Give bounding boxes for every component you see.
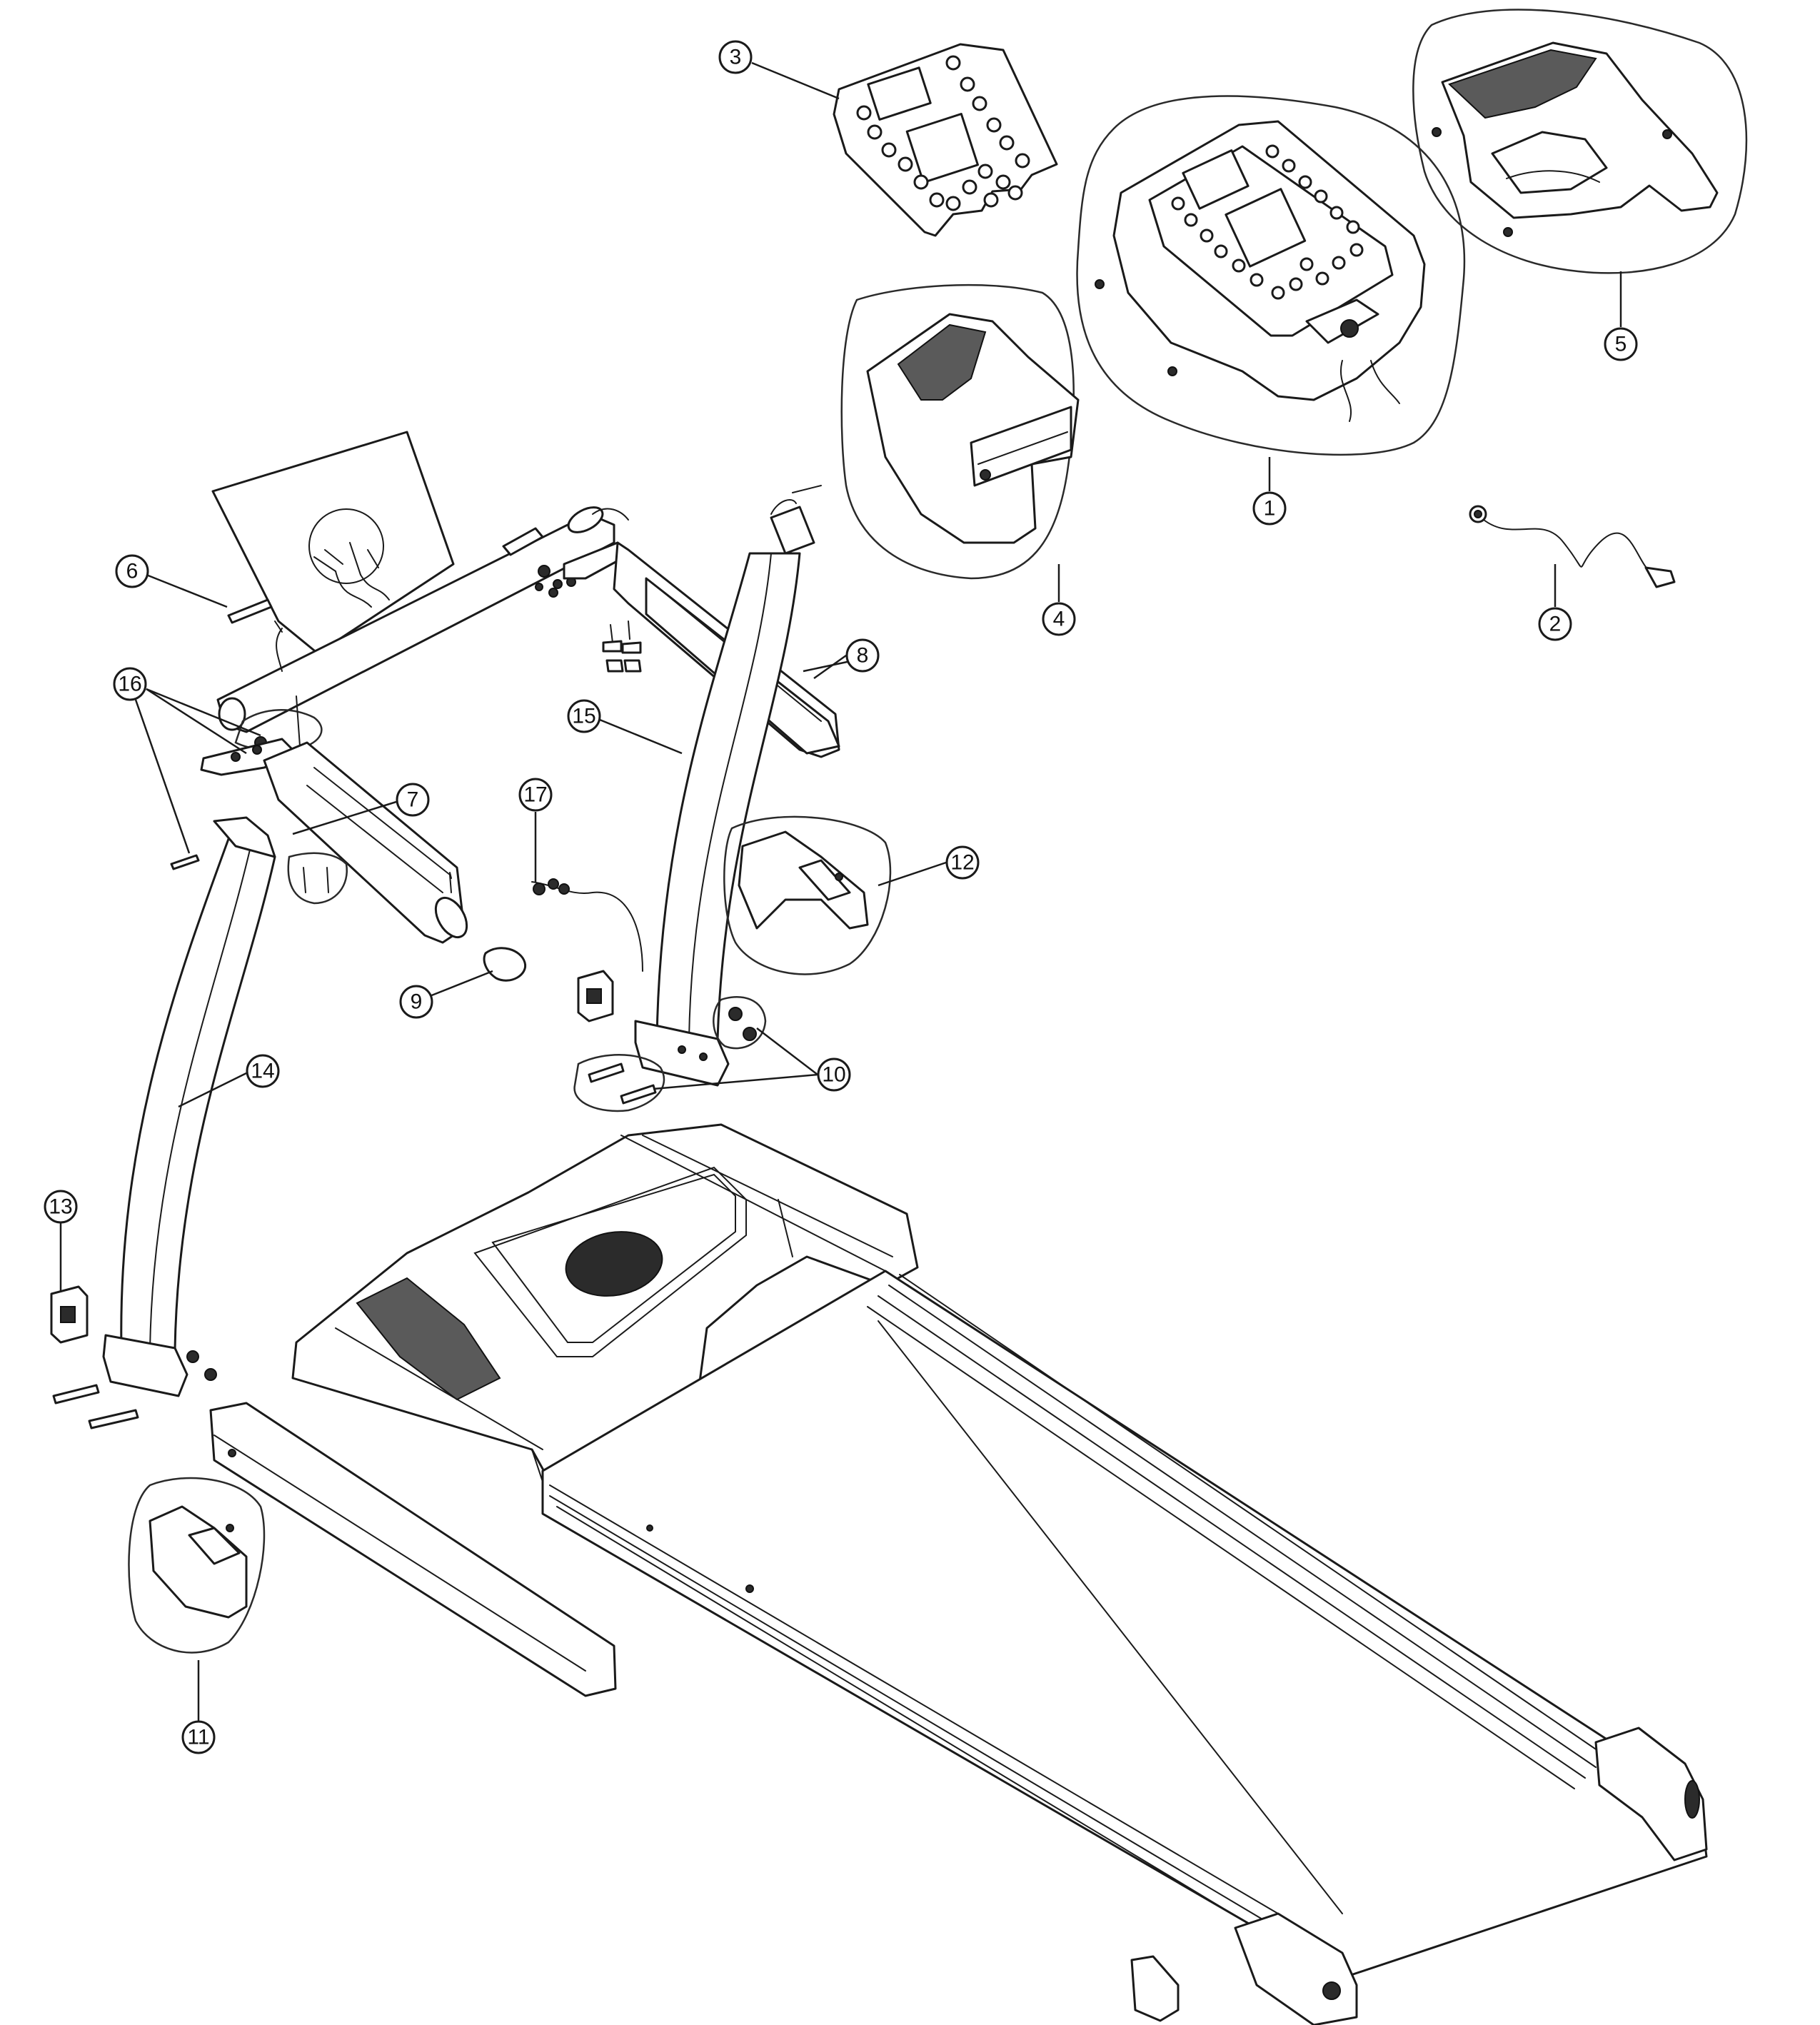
callout-6-label: 6 (126, 560, 139, 583)
callout-9-label: 9 (411, 990, 423, 1014)
callout-7: 7 (396, 783, 430, 817)
leader-lines (59, 61, 1622, 1721)
callout-7-label: 7 (407, 788, 419, 812)
callout-8-label: 8 (857, 644, 869, 668)
callout-3-label: 3 (730, 46, 742, 69)
power-cord (1469, 505, 1676, 588)
callout-9: 9 (399, 985, 433, 1019)
callout-14-label: 14 (251, 1060, 274, 1083)
left-handlebar (170, 738, 527, 982)
callout-5-label: 5 (1615, 333, 1627, 356)
callout-16: 16 (113, 667, 147, 701)
console-buttons (1171, 144, 1364, 300)
callout-17: 17 (518, 778, 553, 812)
cable-pin (227, 598, 273, 624)
callout-6: 6 (115, 554, 149, 588)
callout-2: 2 (1538, 607, 1572, 641)
callout-4: 4 (1042, 602, 1076, 636)
cable-17 (531, 878, 643, 972)
callout-4-label: 4 (1053, 608, 1065, 631)
rear-cap-12 (723, 815, 892, 975)
callout-1-label: 1 (1264, 497, 1276, 521)
callout-11: 11 (181, 1720, 216, 1754)
overlay-buttons (856, 55, 1030, 211)
callout-3: 3 (718, 40, 753, 74)
console-mount-frame (211, 431, 629, 752)
callout-13-label: 13 (49, 1195, 72, 1219)
console-assembly (1076, 95, 1466, 456)
right-upright (634, 485, 822, 1087)
callout-1: 1 (1252, 491, 1287, 526)
callout-12-label: 12 (950, 851, 974, 875)
hood-vent (356, 1277, 501, 1401)
callout-8: 8 (845, 638, 880, 673)
left-hand-cover (840, 283, 1080, 580)
callout-11-label: 11 (187, 1726, 209, 1749)
rear-cap-11 (128, 1477, 266, 1654)
treadmill-base (209, 1123, 1708, 2025)
callout-15: 15 (567, 699, 601, 733)
left-upright (52, 816, 276, 1429)
callout-2-label: 2 (1549, 613, 1562, 636)
console-overlay (833, 43, 1058, 237)
bolts-10 (573, 996, 767, 1112)
callout-12: 12 (945, 845, 980, 880)
callout-10-label: 10 (822, 1063, 845, 1087)
callout-5: 5 (1604, 327, 1638, 361)
callout-13: 13 (44, 1190, 78, 1224)
callout-14: 14 (246, 1054, 280, 1088)
callout-17-label: 17 (523, 783, 547, 807)
callout-10: 10 (817, 1057, 851, 1092)
callout-16-label: 16 (118, 673, 141, 696)
right-hand-cover (1412, 9, 1748, 274)
upright-bracket-13 (50, 1285, 89, 1344)
upright-bracket-right (577, 970, 614, 1022)
callout-15-label: 15 (572, 705, 595, 728)
